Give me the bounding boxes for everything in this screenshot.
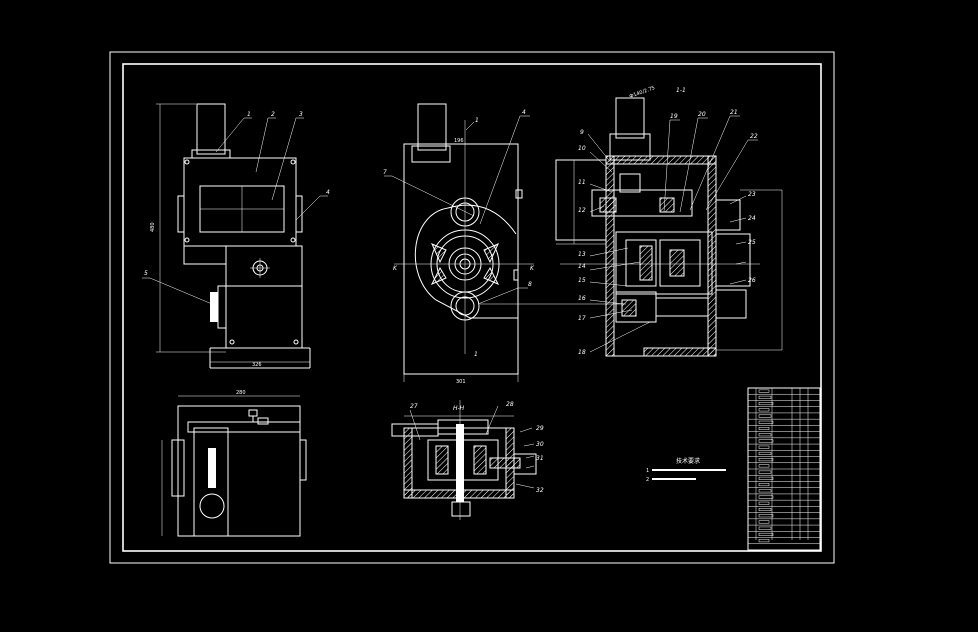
callout-16: 16 xyxy=(578,295,586,302)
parts-table-cell-mark xyxy=(758,470,772,474)
left-front-view xyxy=(142,103,328,369)
parts-table-cell-mark xyxy=(758,464,770,468)
sheet-outer-border xyxy=(109,51,835,564)
parts-table-cell-mark xyxy=(758,433,772,437)
callout-32: 32 xyxy=(536,487,544,494)
dim-width-mid-top: 196 xyxy=(454,138,464,144)
callout-23: 23 xyxy=(748,191,756,198)
parts-table-cell-mark xyxy=(758,389,770,393)
bottom-section-view xyxy=(391,400,537,520)
callout-13: 13 xyxy=(578,251,586,258)
parts-table-cell-mark xyxy=(758,520,770,524)
parts-table-cell-mark xyxy=(758,526,772,530)
section-title: 1-1 xyxy=(676,87,686,94)
callout-30: 30 xyxy=(536,441,544,448)
dim-height-left: 480 xyxy=(150,222,156,232)
callout-20: 20 xyxy=(698,111,706,118)
callout-mid-8: 8 xyxy=(528,281,532,288)
sheet-inner-border xyxy=(122,63,822,552)
callout-mid-4: 4 xyxy=(522,109,526,116)
parts-table-cell-mark xyxy=(758,408,770,412)
parts-table-cell-mark xyxy=(758,489,772,493)
parts-table-cell-mark xyxy=(758,495,774,499)
parts-list-table xyxy=(747,387,821,551)
parts-table-cell-mark xyxy=(758,445,770,449)
parts-table-cell-mark xyxy=(758,451,772,455)
tech-notes xyxy=(652,469,726,480)
callout-24: 24 xyxy=(748,215,756,222)
dim-width-left: 326 xyxy=(252,362,262,368)
parts-table-cell-mark xyxy=(758,414,772,418)
callout-21: 21 xyxy=(730,109,738,116)
section-b-title: H-H xyxy=(453,405,465,412)
parts-table-cell-mark xyxy=(758,514,774,518)
parts-table-cell-mark xyxy=(758,458,774,462)
tech-notes-line-2: 2 xyxy=(646,477,649,483)
callout-10: 10 xyxy=(578,145,586,152)
callout-3: 3 xyxy=(299,111,303,118)
callout-28: 28 xyxy=(506,401,514,408)
parts-table-cell-mark xyxy=(758,539,770,543)
tech-notes-title: 技术要求 xyxy=(676,457,700,465)
parts-table-cell-mark xyxy=(758,532,774,536)
callout-2: 2 xyxy=(271,111,275,118)
cut-mark-bottom: 1 xyxy=(474,351,478,358)
middle-front-view xyxy=(384,103,626,382)
parts-table-cell-mark xyxy=(758,427,770,430)
callout-25: 25 xyxy=(748,239,756,246)
k-mark-left: K xyxy=(393,265,398,272)
parts-table-cell-mark xyxy=(758,395,772,399)
left-top-view xyxy=(161,395,307,537)
callout-9: 9 xyxy=(580,129,584,136)
callout-1: 1 xyxy=(247,111,251,118)
callout-22: 22 xyxy=(750,133,758,140)
parts-table-cell-mark xyxy=(758,476,774,480)
callout-mid-7: 7 xyxy=(383,169,387,176)
callout-31: 31 xyxy=(536,455,544,462)
parts-table-cell-mark xyxy=(758,402,774,406)
callout-27: 27 xyxy=(410,403,418,410)
callout-4: 4 xyxy=(326,189,330,196)
callout-29: 29 xyxy=(536,425,544,432)
callout-15: 15 xyxy=(578,277,586,284)
callout-17: 17 xyxy=(578,315,586,322)
parts-table-cell-mark xyxy=(758,508,772,511)
parts-table-cell-mark xyxy=(758,501,770,505)
dim-top-view-width: 280 xyxy=(236,390,246,396)
cut-mark-top: 1 xyxy=(475,117,479,124)
callout-19: 19 xyxy=(670,113,678,120)
k-mark-right: K xyxy=(530,265,535,272)
callout-26: 26 xyxy=(748,277,756,284)
parts-table-cell-mark xyxy=(758,420,774,424)
callout-5: 5 xyxy=(144,270,148,277)
dim-width-mid-bottom: 301 xyxy=(456,379,466,385)
callout-11: 11 xyxy=(578,179,586,186)
parts-table-cell-mark xyxy=(758,483,770,487)
callout-14: 14 xyxy=(578,263,586,270)
callout-12: 12 xyxy=(578,207,586,214)
parts-table-cell-mark xyxy=(758,439,774,443)
tech-notes-line-1: 1 xyxy=(646,468,649,474)
callout-18: 18 xyxy=(578,349,586,356)
right-section-view xyxy=(555,97,783,357)
